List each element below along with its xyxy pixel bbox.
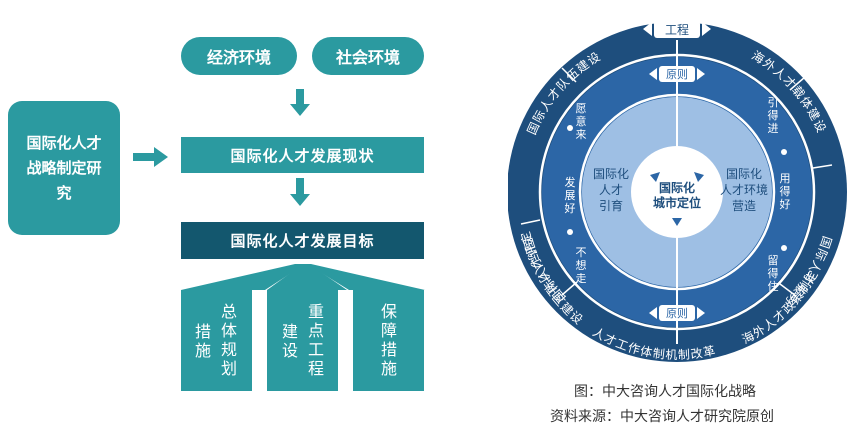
svg-text:引育: 引育 bbox=[599, 198, 623, 213]
mid-ring-dots bbox=[567, 125, 787, 251]
roof-middle bbox=[267, 264, 347, 290]
col1-text-a: 措施 bbox=[194, 322, 211, 360]
economic-environment-box: 经济环境 bbox=[181, 37, 297, 75]
core-left-label: 国际化 人才 引育 bbox=[593, 167, 629, 213]
center-arrow-right bbox=[694, 172, 704, 182]
project-tag-text: 工程 bbox=[665, 22, 689, 37]
column-safeguards bbox=[353, 290, 424, 391]
svg-text:人才环境: 人才环境 bbox=[720, 182, 768, 197]
roof-left bbox=[181, 264, 305, 290]
project-tag bbox=[654, 21, 700, 38]
outer-separators bbox=[520, 67, 833, 297]
mid-right-label-2: 用得好 bbox=[779, 172, 791, 211]
mid-left-label-3: 不想走 bbox=[575, 246, 587, 285]
arrow-down-1 bbox=[290, 89, 310, 116]
social-environment-box: 社会环境 bbox=[312, 37, 424, 75]
circle-diagram: 国际人才队伍建设 海外人才载体建设 国际人才服务 海外人才政策制定 人才工作体制… bbox=[508, 21, 854, 362]
principle-tag-bottom bbox=[659, 305, 695, 321]
center-circle bbox=[631, 146, 723, 238]
svg-text:营造: 营造 bbox=[732, 199, 756, 213]
development-goal-bar: 国际化人才发展目标 bbox=[181, 222, 424, 259]
column-key-projects bbox=[267, 290, 338, 391]
col1-text-b: 总体规划 bbox=[220, 302, 237, 378]
mid-left-label-1: 愿意来 bbox=[575, 102, 587, 141]
col3-text: 保障措施 bbox=[380, 302, 397, 378]
principle-tag-top bbox=[659, 66, 695, 82]
core-right-label: 国际化 人才环境 营造 bbox=[720, 167, 768, 213]
source-caption: 资料来源：中大咨询人才研究院原创 bbox=[550, 409, 774, 425]
roof-right bbox=[307, 264, 425, 290]
mid-left-label-2: 发展好 bbox=[564, 176, 576, 215]
svg-text:国际化: 国际化 bbox=[726, 167, 762, 181]
development-status-bar: 国际化人才发展现状 bbox=[181, 137, 424, 173]
strategy-research-box: 国际化人才战略制定研究 bbox=[8, 101, 120, 235]
svg-text:国际化: 国际化 bbox=[593, 167, 629, 181]
column-overall-plan bbox=[181, 290, 252, 391]
col2-text-a: 建设 bbox=[281, 322, 298, 360]
principle-tag-top-text: 原则 bbox=[666, 68, 688, 81]
flow-arrows bbox=[133, 89, 310, 206]
center-arrow-down bbox=[672, 218, 682, 226]
project-tag-arrows bbox=[643, 22, 652, 36]
mid-right-label-3: 留得住 bbox=[767, 254, 779, 293]
svg-text:人才: 人才 bbox=[599, 183, 623, 197]
strategy-research-text: 国际化人才战略制定研究 bbox=[26, 133, 102, 202]
col2-text-b: 重点工程 bbox=[307, 302, 324, 378]
principle-tag-bottom-text: 原则 bbox=[666, 307, 688, 320]
center-arrow-left bbox=[650, 172, 660, 182]
mid-right-label-1: 引得进 bbox=[767, 96, 779, 135]
goal-roof bbox=[181, 264, 425, 290]
center-text-line2: 城市定位 bbox=[653, 195, 701, 210]
figure-caption: 图：中大咨询人才国际化战略 bbox=[574, 384, 756, 400]
arrow-right bbox=[133, 147, 168, 167]
arrow-down-2 bbox=[290, 178, 310, 206]
center-text-line1: 国际化 bbox=[659, 180, 695, 195]
